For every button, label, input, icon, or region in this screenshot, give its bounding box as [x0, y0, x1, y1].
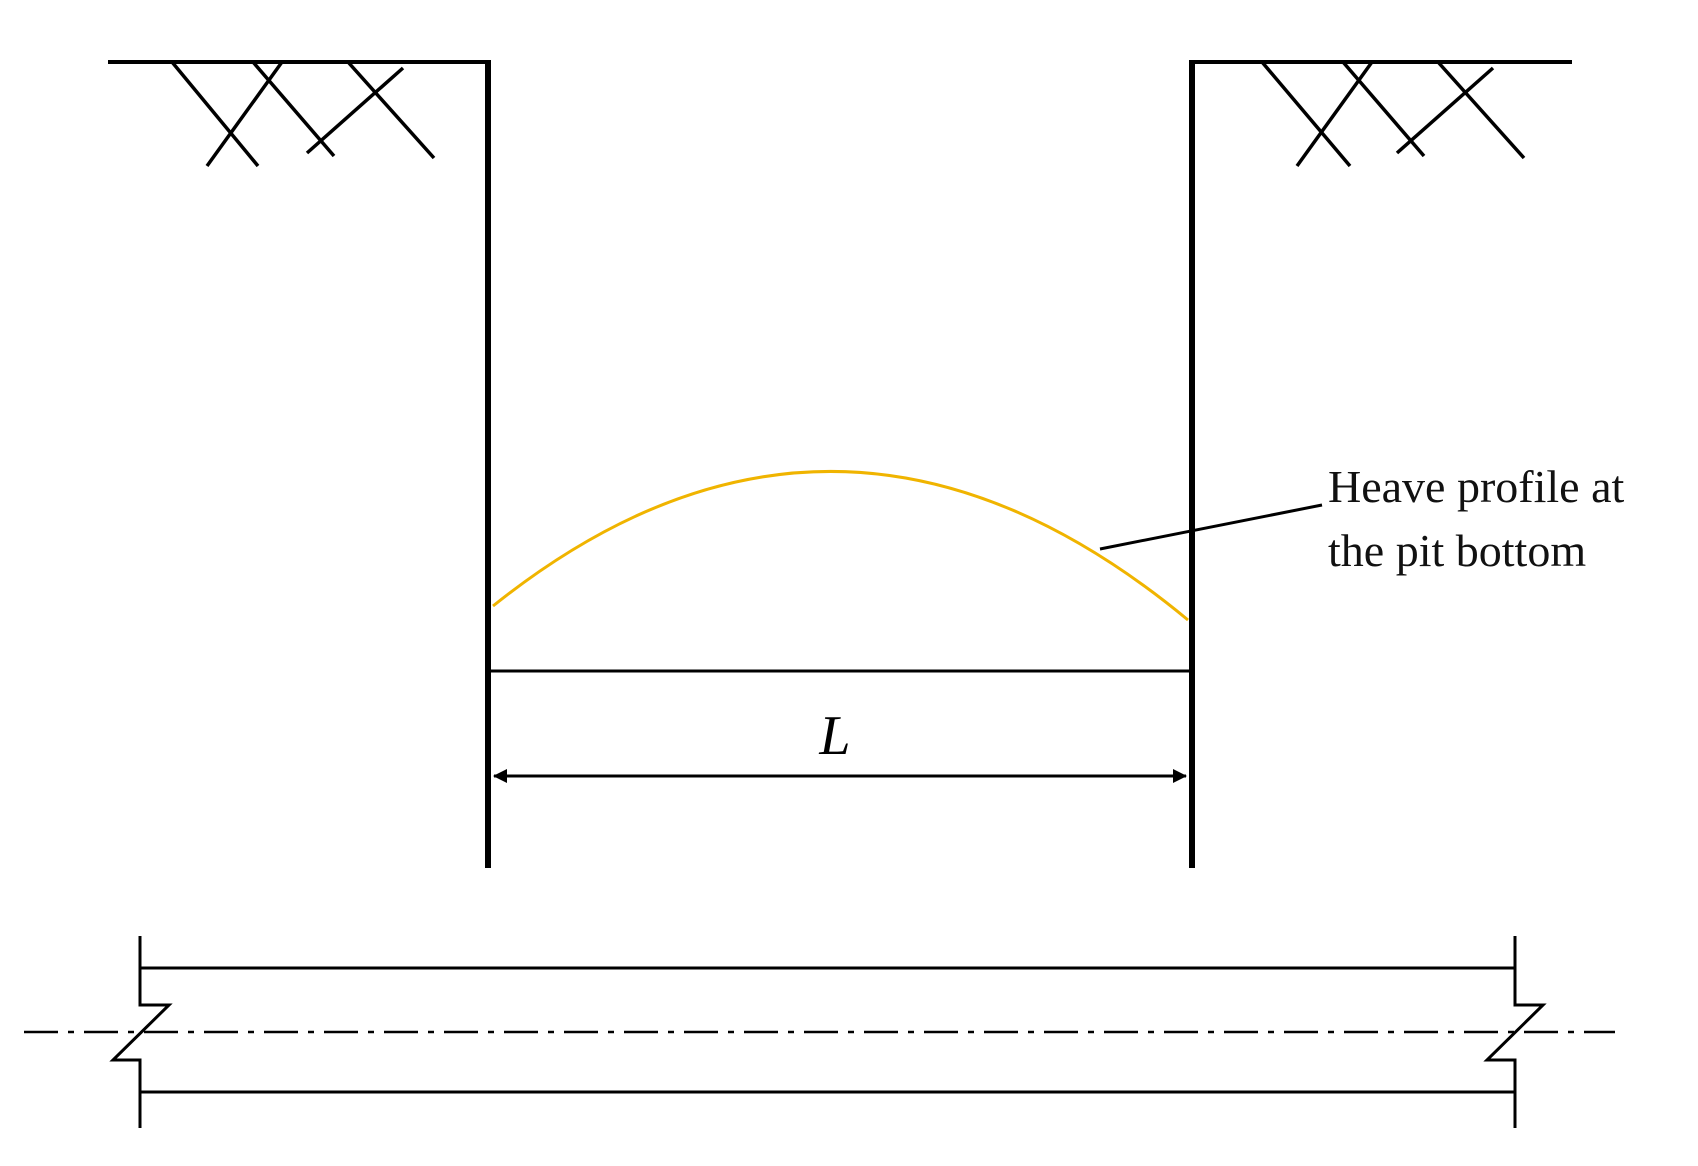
pipe-break-right — [1483, 936, 1547, 1128]
soil-hatch-left — [170, 60, 436, 168]
pipe-break-left — [109, 936, 173, 1128]
heave-label-line-1: Heave profile at — [1328, 461, 1625, 512]
heave-label: Heave profile at the pit bottom — [1328, 461, 1636, 576]
heave-callout-leader — [1099, 503, 1323, 551]
heave-label-line-2: the pit bottom — [1328, 525, 1586, 576]
dimension-label: L — [818, 705, 850, 767]
pipe — [24, 936, 1615, 1128]
soil-hatch-right — [1260, 60, 1526, 168]
heave-profile-curve — [492, 469, 1189, 622]
